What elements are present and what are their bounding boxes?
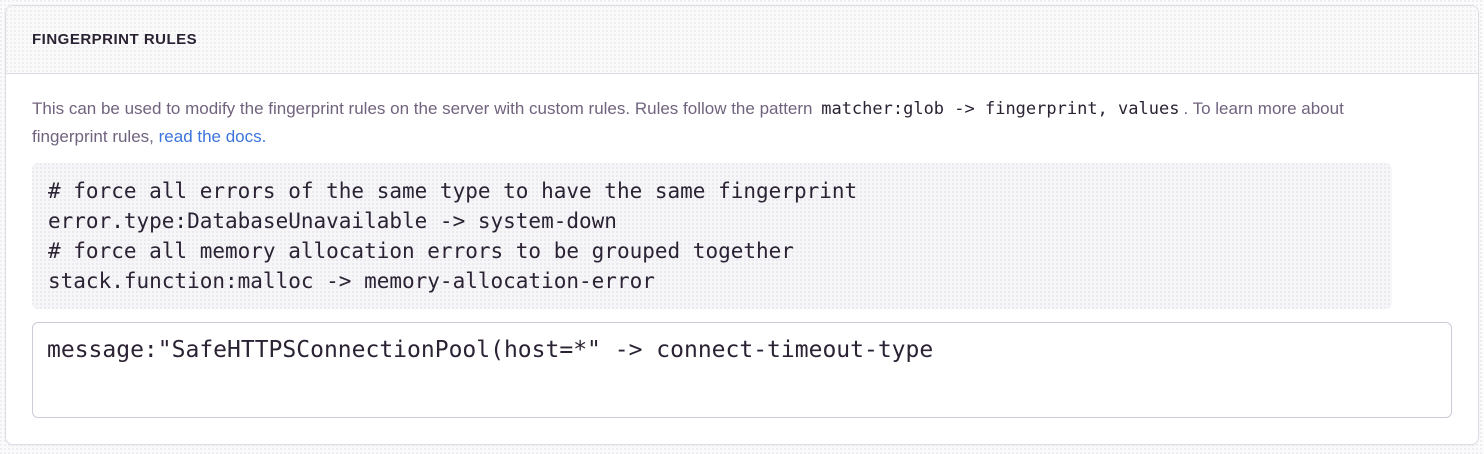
description-text: This can be used to modify the fingerpri… bbox=[32, 95, 1372, 150]
fingerprint-rules-panel: FINGERPRINT RULES This can be used to mo… bbox=[5, 5, 1479, 445]
description-after-code: . To learn more about fingerprint rules, bbox=[32, 99, 1344, 146]
page: { "panel": { "title": "FINGERPRINT RULES… bbox=[0, 5, 1484, 454]
pattern-inline-code: matcher:glob -> fingerprint, values bbox=[821, 99, 1180, 119]
read-the-docs-link[interactable]: read the docs. bbox=[158, 127, 267, 146]
panel-body: This can be used to modify the fingerpri… bbox=[6, 74, 1478, 444]
fingerprint-rules-input[interactable]: message:"SafeHTTPSConnectionPool(host=*"… bbox=[32, 322, 1452, 418]
example-code-block: # force all errors of the same type to h… bbox=[32, 163, 1392, 309]
description-before-code: This can be used to modify the fingerpri… bbox=[32, 99, 818, 118]
panel-header: FINGERPRINT RULES bbox=[6, 6, 1478, 74]
panel-title: FINGERPRINT RULES bbox=[32, 31, 198, 48]
